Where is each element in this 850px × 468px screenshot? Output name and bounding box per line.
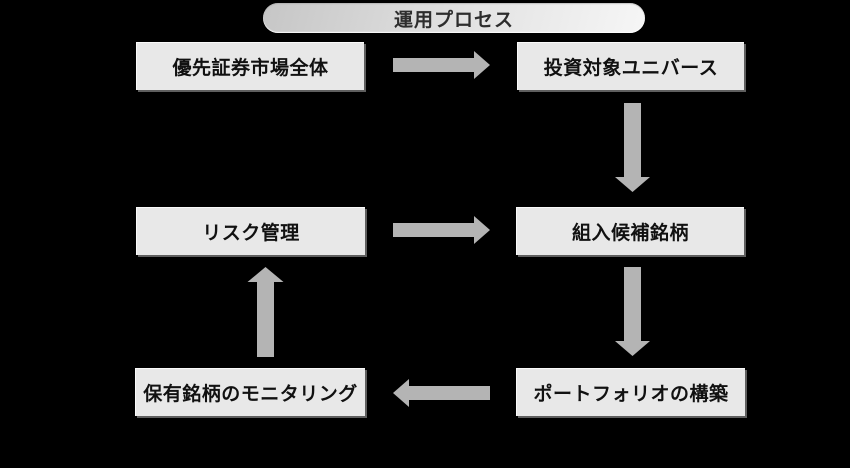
arrow-universe-to-candidates [615,103,650,192]
node-label: 優先証券市場全体 [172,58,329,79]
node-label: リスク管理 [202,223,300,244]
node-preferred-securities-market: 優先証券市場全体 [136,42,364,90]
diagram-title: 運用プロセス [393,9,514,31]
node-investment-universe: 投資対象ユニバース [517,42,744,90]
node-holdings-monitoring: 保有銘柄のモニタリング [135,368,365,416]
diagram-title-pill: 運用プロセス [263,3,645,33]
arrow-portfolio-to-monitoring [393,379,490,407]
arrow-market-to-universe [393,51,490,79]
node-risk-management: リスク管理 [136,207,365,255]
node-portfolio-construction: ポートフォリオの構築 [516,368,745,416]
arrow-candidates-to-portfolio [615,267,650,356]
node-label: ポートフォリオの構築 [533,384,729,405]
arrow-monitoring-to-risk [247,267,284,357]
node-label: 投資対象ユニバース [543,58,719,79]
node-candidate-stocks: 組入候補銘柄 [516,207,744,255]
arrow-risk-to-candidates [393,216,490,244]
node-label: 保有銘柄のモニタリング [143,384,358,405]
node-label: 組入候補銘柄 [571,223,689,244]
